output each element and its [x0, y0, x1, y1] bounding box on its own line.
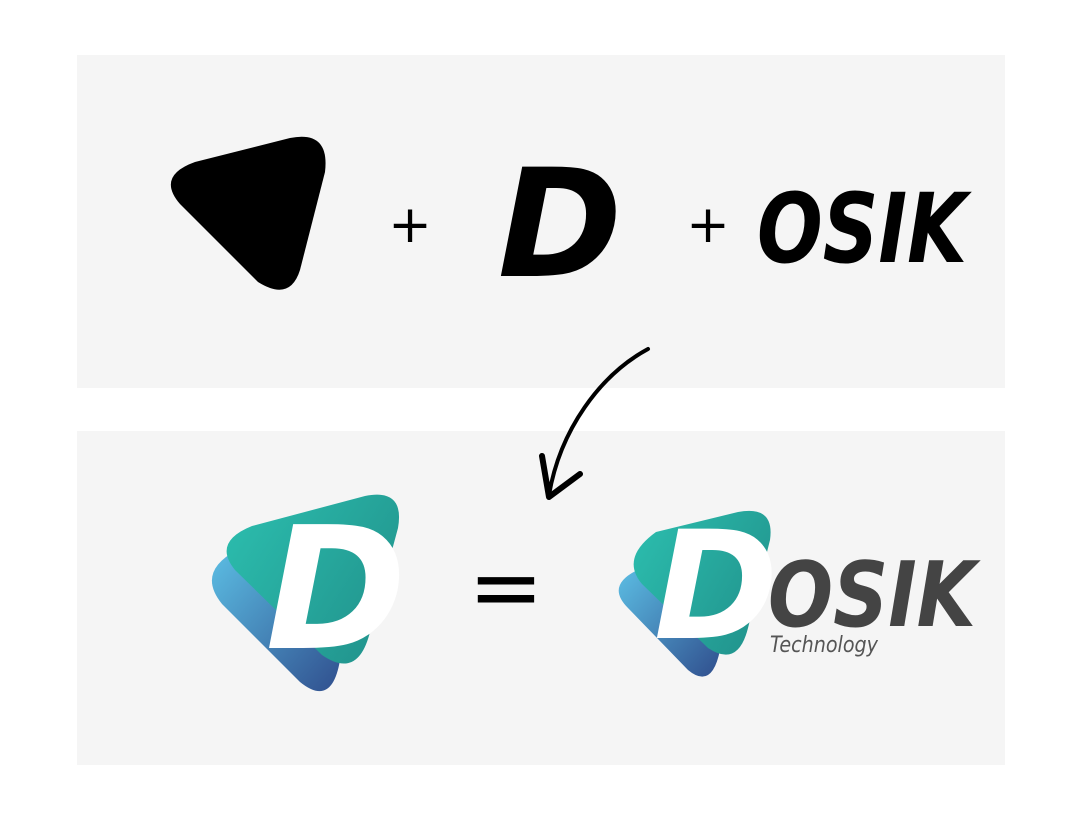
triangle-shape-icon [170, 136, 326, 290]
plus-sign-2: + [686, 195, 730, 255]
final-wordmark: OSIK [768, 543, 981, 648]
final-logo-letter-d: D [654, 500, 779, 674]
equals-sign: = [468, 535, 543, 640]
final-tagline: Technology [770, 633, 879, 658]
final-logo-mark-icon [618, 510, 771, 677]
logo-mark-icon [211, 494, 400, 692]
plus-sign-1: + [388, 195, 432, 255]
osik-word: OSIK [757, 173, 972, 285]
curved-arrow-icon [539, 347, 650, 500]
letter-d: D [498, 138, 623, 312]
logo-mark-letter-d: D [265, 491, 406, 689]
